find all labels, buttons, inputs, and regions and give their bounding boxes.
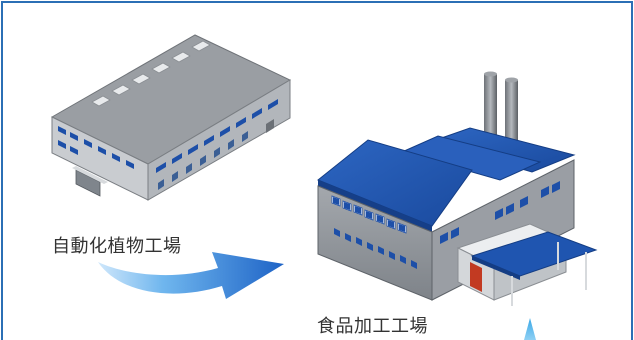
food-factory-building [317, 71, 598, 306]
drop-arrow [524, 318, 536, 340]
plant-factory-building [50, 34, 292, 201]
flow-arrow [98, 252, 284, 299]
food-factory-label: 食品加工工場 [317, 316, 428, 337]
plant-factory-label: 自動化植物工場 [52, 236, 182, 257]
